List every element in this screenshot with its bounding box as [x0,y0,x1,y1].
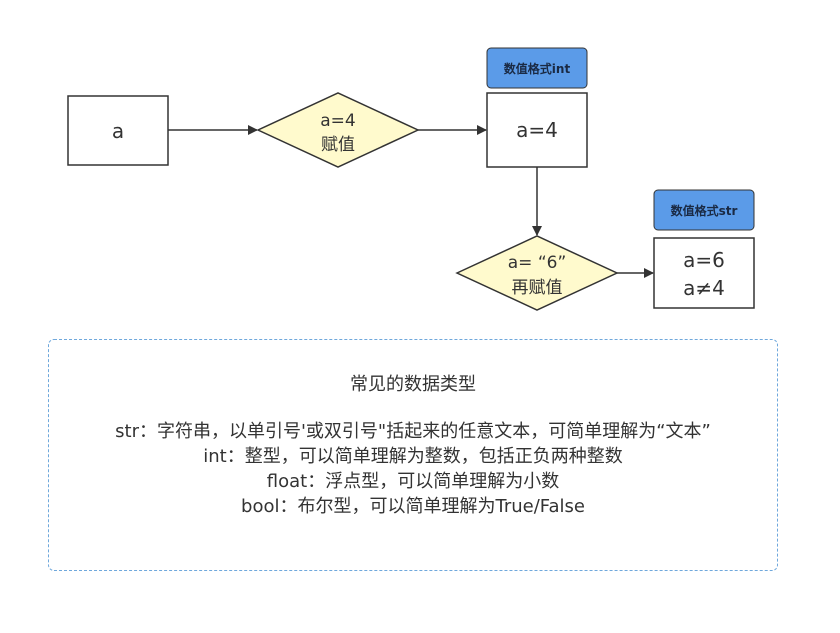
reassign-str-line1: a= “6” [508,253,567,273]
note-line-str: str：字符串，以单引号'或双引号"括起来的任意文本，可简单理解为“文本” [115,421,711,442]
str-format-tag [653,189,755,231]
int-result-label: a=4 [516,118,558,142]
str-result-box [653,237,755,309]
int-format-tag-label: 数值格式int [504,61,571,76]
reassign-str-line2: 再赋值 [512,278,563,298]
str-format-tag-label: 数值格式str [671,203,738,218]
note-lines: str：字符串，以单引号'或双引号"括起来的任意文本，可简单理解为“文本” in… [49,419,777,519]
str-result-line2: a≠4 [683,276,725,300]
variable-box [67,95,169,166]
reassign-str-diamond [455,235,619,311]
variable-label: a [112,119,124,143]
assign-int-line2: 赋值 [321,135,355,155]
assign-int-line1: a=4 [320,111,355,131]
note-line-float: float：浮点型，可以简单理解为小数 [266,471,560,492]
str-result-line1: a=6 [683,248,725,272]
note-line-int: int：整型，可以简单理解为整数，包括正负两种整数 [203,446,623,467]
note-title: 常见的数据类型 [350,374,476,395]
note-line-bool: bool：布尔型，可以简单理解为True/False [241,496,585,517]
data-types-note: 常见的数据类型 str：字符串，以单引号'或双引号"括起来的任意文本，可简单理解… [48,339,778,571]
int-format-tag [486,47,588,89]
